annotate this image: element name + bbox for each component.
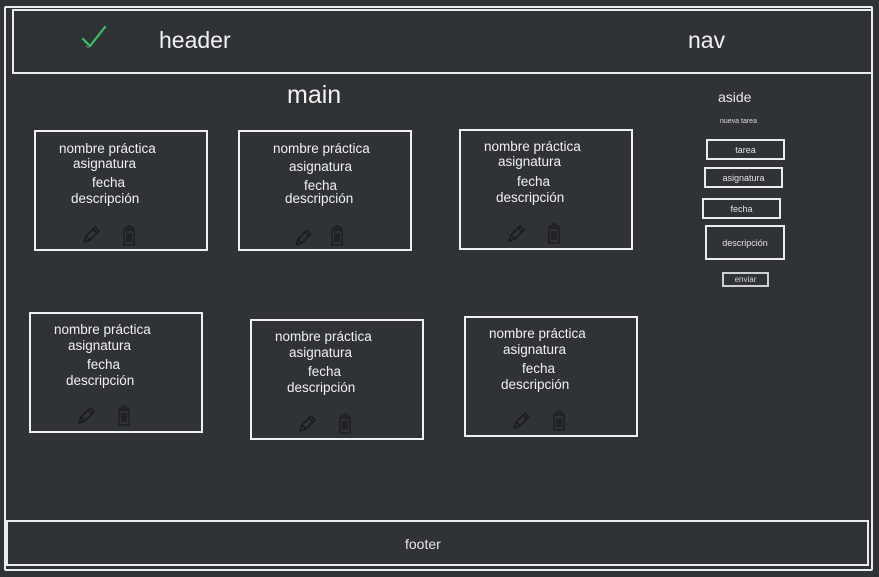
subject-field[interactable]: asignatura	[704, 167, 783, 188]
card-description: descripción	[501, 377, 570, 392]
card-date: fecha	[304, 178, 338, 193]
header	[12, 9, 873, 74]
card-subject: asignatura	[503, 342, 567, 357]
new-task-heading: nueva tarea	[720, 118, 757, 125]
date-field[interactable]: fecha	[702, 198, 781, 219]
card-date: fecha	[308, 364, 342, 379]
checkmark-icon	[81, 25, 107, 49]
pencil-icon[interactable]	[510, 410, 532, 432]
practice-card: nombre práctica asignatura fecha descrip…	[464, 316, 638, 437]
pencil-icon[interactable]	[292, 227, 314, 249]
trash-icon[interactable]	[548, 409, 570, 431]
submit-button[interactable]: enviar	[722, 272, 769, 287]
nav-label[interactable]: nav	[688, 27, 726, 53]
practice-card: nombre práctica asignatura fecha descrip…	[238, 130, 412, 251]
card-name: nombre práctica	[273, 141, 370, 156]
trash-icon[interactable]	[113, 404, 135, 426]
description-field[interactable]: descripción	[705, 225, 785, 260]
practice-card: nombre práctica asignatura fecha descrip…	[29, 312, 203, 433]
card-subject: asignatura	[68, 338, 132, 353]
page-frame	[4, 6, 873, 571]
card-description: descripción	[66, 373, 135, 388]
footer-text: footer	[405, 536, 441, 552]
card-name: nombre práctica	[489, 326, 586, 341]
trash-icon[interactable]	[326, 224, 348, 246]
card-description: descripción	[285, 191, 354, 206]
practice-card: nombre práctica asignatura fecha descrip…	[34, 130, 208, 251]
pencil-icon[interactable]	[80, 224, 102, 246]
header-title: header	[159, 27, 231, 53]
card-subject: asignatura	[498, 154, 562, 169]
trash-icon[interactable]	[118, 224, 140, 246]
trash-icon[interactable]	[543, 222, 565, 244]
card-date: fecha	[92, 175, 126, 190]
card-date: fecha	[517, 174, 551, 189]
card-description: descripción	[496, 190, 565, 205]
pencil-icon[interactable]	[505, 223, 527, 245]
practice-card: nombre práctica asignatura fecha descrip…	[459, 129, 633, 250]
card-name: nombre práctica	[54, 322, 151, 337]
card-date: fecha	[522, 361, 556, 376]
card-name: nombre práctica	[59, 141, 156, 156]
card-subject: asignatura	[289, 159, 353, 174]
trash-icon[interactable]	[334, 412, 356, 434]
card-description: descripción	[287, 380, 356, 395]
card-name: nombre práctica	[275, 329, 372, 344]
card-date: fecha	[87, 357, 121, 372]
pencil-icon[interactable]	[296, 413, 318, 435]
card-name: nombre práctica	[484, 139, 581, 154]
main-title: main	[287, 81, 342, 109]
footer	[6, 520, 869, 566]
task-field[interactable]: tarea	[706, 139, 785, 160]
practice-card: nombre práctica asignatura fecha descrip…	[250, 319, 424, 440]
card-description: descripción	[71, 191, 140, 206]
card-subject: asignatura	[73, 156, 137, 171]
pencil-icon[interactable]	[75, 405, 97, 427]
aside-title: aside	[718, 89, 752, 105]
card-subject: asignatura	[289, 345, 353, 360]
